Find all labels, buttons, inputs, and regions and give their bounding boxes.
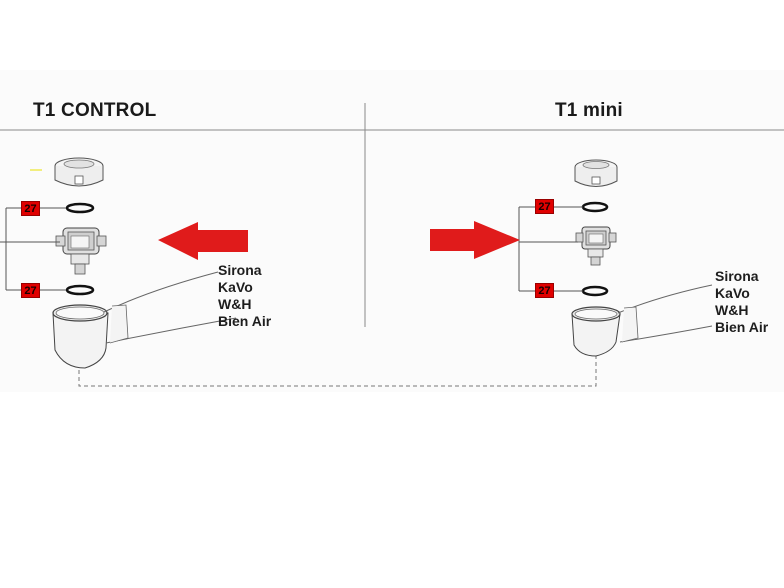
blank-area [0,392,784,588]
brand-label: Bien Air [715,319,769,335]
left-oring-top [65,202,95,214]
left-panel-title: T1 CONTROL [33,100,157,121]
right-handpiece-head [571,284,713,357]
right-bracket-lines [518,206,583,292]
brand-label: W&H [218,296,252,312]
part-number-badge: 27 [21,283,40,298]
left-brand-list: Sirona KaVo W&H Bien Air [218,262,271,330]
part-number-badge: 27 [21,201,40,216]
right-turbine-part [575,226,617,266]
brand-label: KaVo [218,279,253,295]
part-number-badge: 27 [535,199,554,214]
right-panel-title: T1 mini [555,100,623,121]
dashed-connector [78,354,597,387]
right-arrow [430,221,520,259]
brand-label: Sirona [218,262,262,278]
brand-label: W&H [715,302,749,318]
right-oring-top [581,201,609,213]
right-cap-part [574,159,618,187]
left-turbine-part [55,227,107,275]
brand-label: Bien Air [218,313,272,329]
part-number-badge: 27 [535,283,554,298]
right-brand-list: Sirona KaVo W&H Bien Air [715,268,768,336]
brand-label: Sirona [715,268,759,284]
left-oring-bottom [65,284,95,296]
left-bracket-lines [0,207,66,291]
right-oring-bottom [581,285,609,297]
brand-label: KaVo [715,285,750,301]
left-arrow [158,222,248,260]
left-handpiece-head [52,271,237,369]
left-cap-part [30,157,104,187]
